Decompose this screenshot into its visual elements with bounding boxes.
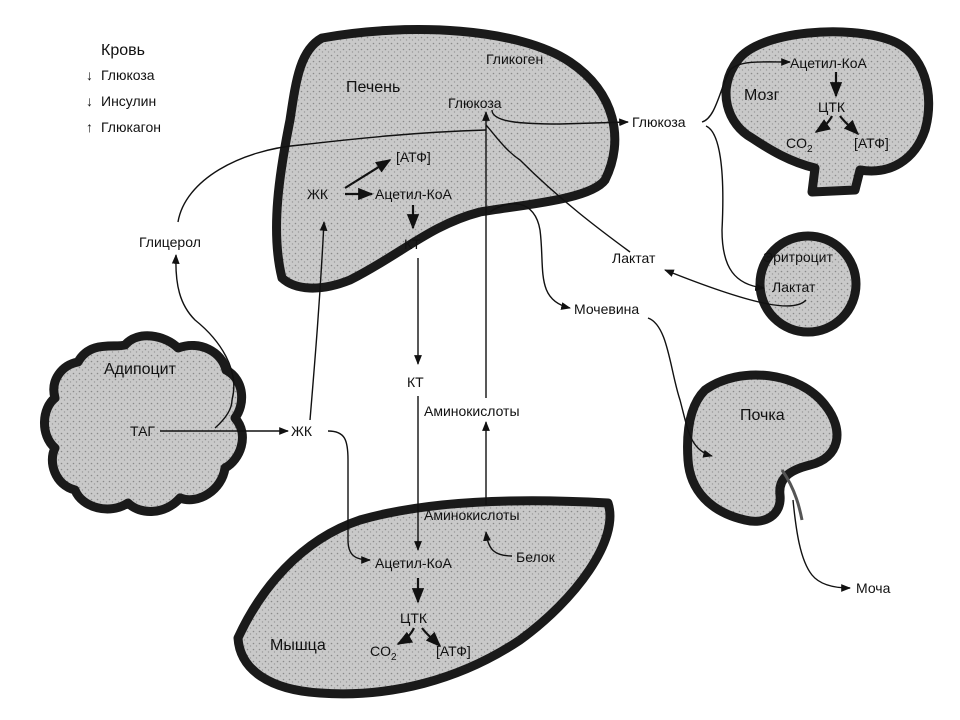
arrow-kidney-to-urine bbox=[792, 499, 851, 592]
line-adipocyte-glycerol-origin bbox=[214, 399, 233, 429]
blood-lactate: Лактат bbox=[612, 250, 656, 266]
arrow-fa-to-muscle bbox=[327, 430, 371, 564]
arrow-brain-tca-co2 bbox=[814, 115, 833, 133]
arrow-urea-to-kidney bbox=[647, 317, 713, 458]
muscle-amino-acids: Аминокислоты bbox=[424, 507, 520, 523]
arrow-adipocyte-to-glycerol bbox=[171, 254, 235, 401]
blood-kt: КТ bbox=[407, 374, 424, 390]
legend-label-insulin: Инсулин bbox=[101, 93, 156, 109]
ureter bbox=[780, 469, 804, 521]
kidney-shape bbox=[683, 370, 842, 526]
arrow-brain-tca-atp bbox=[839, 115, 860, 136]
legend-title: Кровь bbox=[101, 42, 145, 59]
liver-fa: ЖК bbox=[307, 186, 329, 202]
blood-fa: ЖК bbox=[291, 423, 313, 439]
brain-shape bbox=[721, 27, 934, 197]
arrow-glucose-to-brain bbox=[701, 58, 791, 123]
legend-arrow-glucagon: ↑ bbox=[86, 119, 93, 135]
muscle-co2: CO2 bbox=[370, 643, 397, 663]
arrow-fa-to-liver bbox=[309, 221, 328, 421]
liver-glycogen: Гликоген bbox=[486, 51, 543, 67]
liver-atp: [АТФ] bbox=[396, 149, 431, 165]
kidney-urine: Моча bbox=[856, 580, 891, 596]
brain-acetyl-coa: Ацетил-КоА bbox=[790, 55, 868, 71]
brain-title: Мозг bbox=[744, 87, 780, 104]
line-glycerol-to-liver bbox=[177, 129, 487, 223]
muscle-tca: ЦТК bbox=[400, 610, 428, 626]
blood-urea: Мочевина bbox=[574, 301, 639, 317]
blood-amino-acids: Аминокислоты bbox=[424, 403, 520, 419]
kidney-title: Почка bbox=[740, 407, 785, 424]
muscle-acetyl-coa: Ацетил-КоА bbox=[375, 555, 453, 571]
liver-acetyl-coa: Ацетил-КоА bbox=[375, 186, 453, 202]
arrow-glucose-to-erythrocyte bbox=[705, 125, 765, 291]
brain-co2: CO2 bbox=[786, 135, 813, 155]
line-lactate-to-liver bbox=[485, 124, 631, 253]
erythrocyte-lactate: Лактат bbox=[772, 279, 816, 295]
muscle-title: Мышца bbox=[270, 637, 326, 654]
arrow-liver-glucose-out bbox=[491, 109, 629, 127]
liver-glucose: Глюкоза bbox=[448, 95, 502, 111]
legend-arrow-glucose: ↓ bbox=[86, 67, 93, 83]
legend-label-glucagon: Глюкагон bbox=[101, 119, 161, 135]
legend-label-glucose: Глюкоза bbox=[101, 67, 155, 83]
liver-shape bbox=[272, 25, 620, 293]
muscle-protein: Белок bbox=[516, 549, 556, 565]
legend-arrow-insulin: ↓ bbox=[86, 93, 93, 109]
brain-atp: [АТФ] bbox=[854, 135, 889, 151]
arrow-protein-to-aa bbox=[483, 531, 513, 557]
adipocyte-title: Адипоцит bbox=[104, 361, 177, 378]
liver-kt: КТ bbox=[404, 236, 421, 252]
adipocyte-tag: ТАГ bbox=[130, 423, 155, 439]
adipocyte-shape bbox=[40, 331, 247, 516]
brain-tca: ЦТК bbox=[818, 99, 846, 115]
blood-glucose: Глюкоза bbox=[632, 114, 686, 130]
erythrocyte-title: Эритроцит bbox=[763, 249, 833, 265]
liver-title: Печень bbox=[346, 79, 400, 96]
arrow-liver-to-urea bbox=[489, 203, 571, 310]
muscle-atp: [АТФ] bbox=[436, 643, 471, 659]
arrow-muscle-tca-atp bbox=[421, 627, 442, 648]
arrow-erythrocyte-lactate-out bbox=[664, 269, 807, 307]
blood-glycerol: Глицерол bbox=[139, 234, 201, 250]
muscle-shape bbox=[233, 496, 615, 699]
arrow-fa-to-atp bbox=[344, 159, 392, 189]
arrow-muscle-tca-co2 bbox=[396, 627, 415, 645]
